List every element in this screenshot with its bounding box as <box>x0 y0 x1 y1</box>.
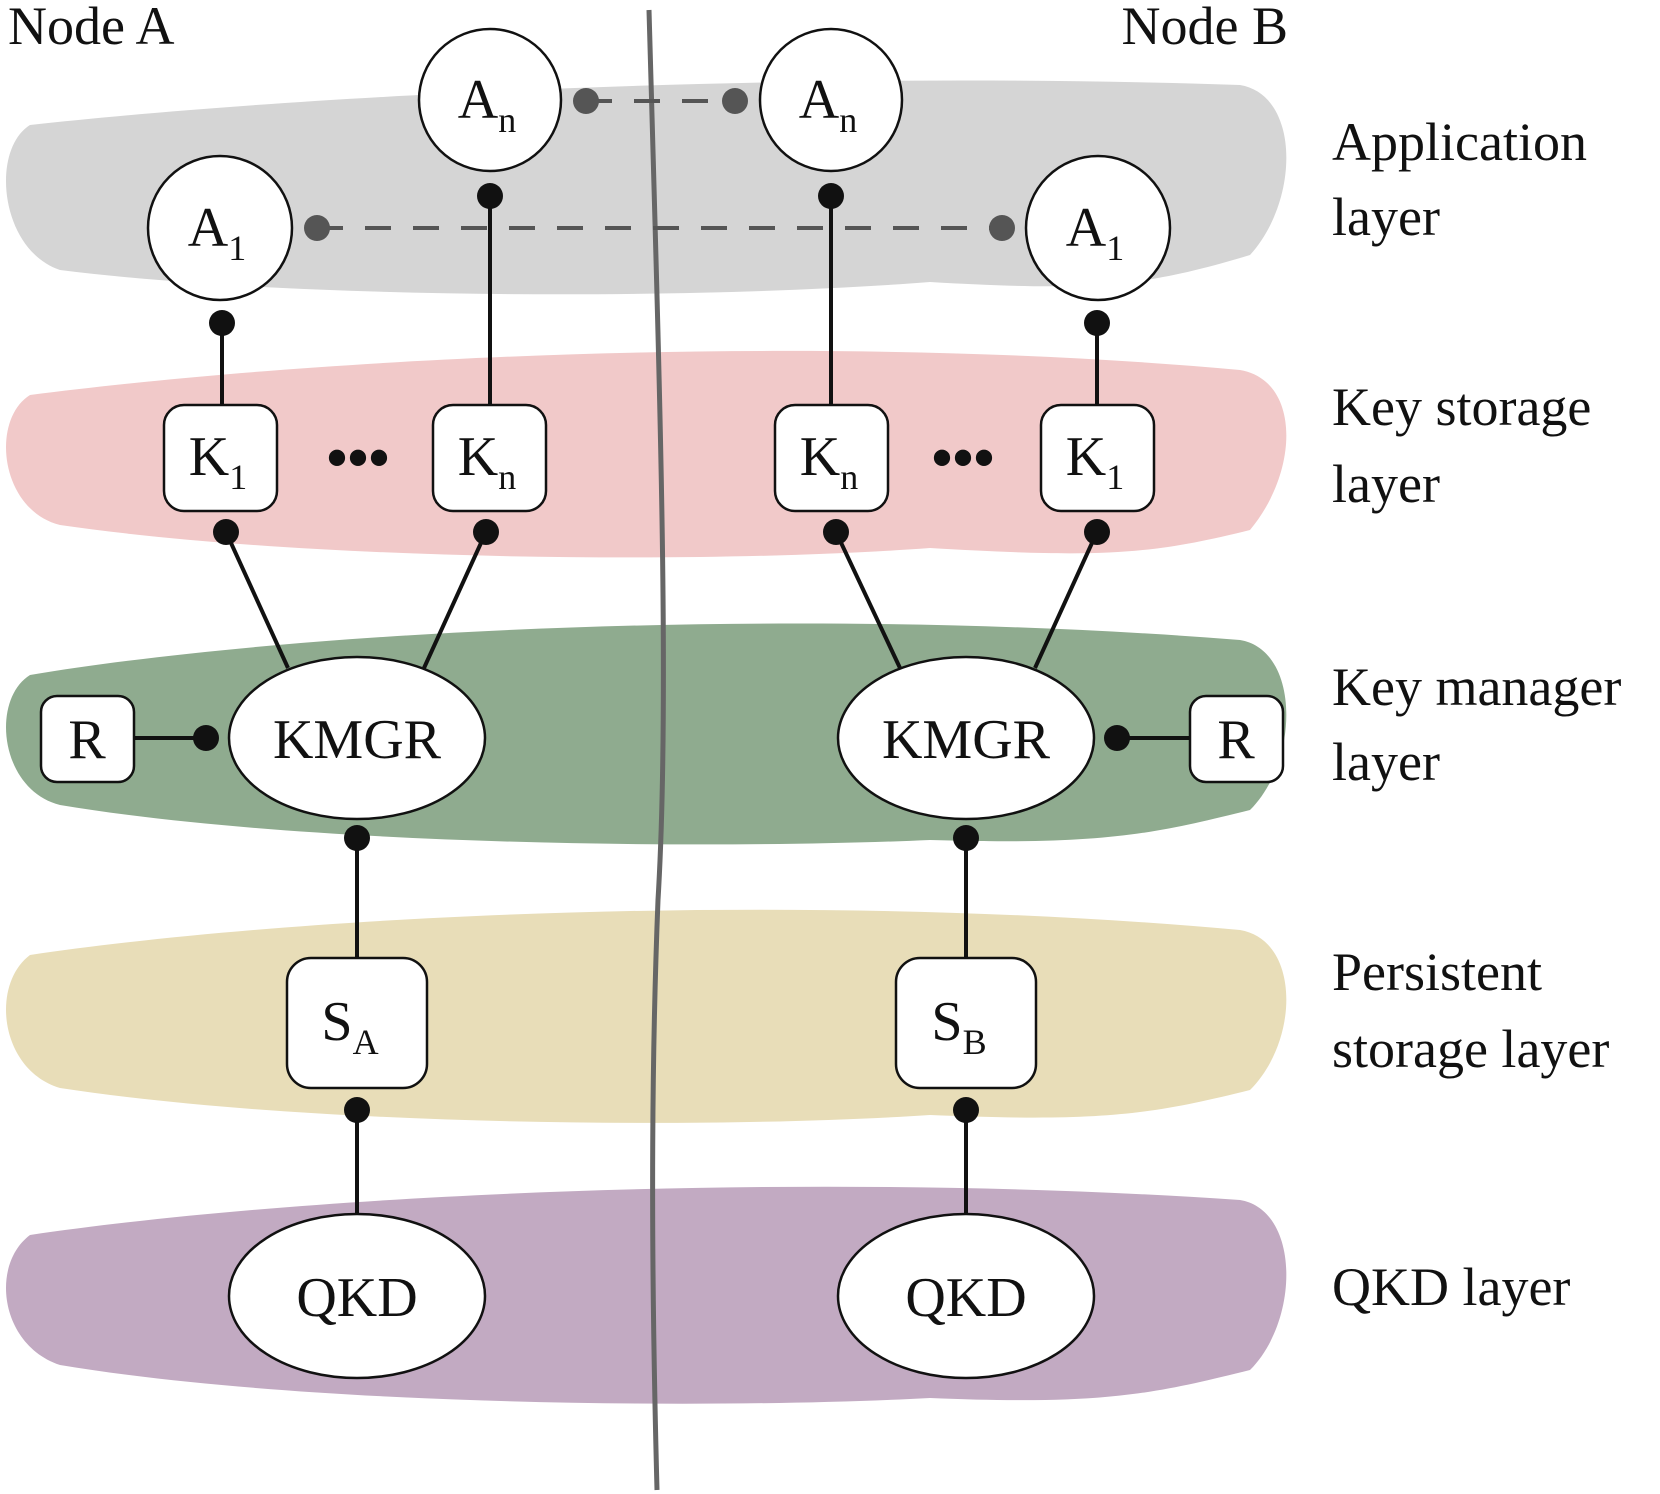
node-a-qkd-label: QKD <box>296 1267 417 1329</box>
edge-an-kn-b-endpoint <box>818 183 844 209</box>
application-layer-label-line2: layer <box>1332 187 1440 247</box>
application-links <box>304 88 1015 241</box>
svg-text:SB: SB <box>931 991 986 1062</box>
node-b-app-n: An <box>758 27 904 173</box>
edge-kn-kmgr-a <box>422 531 488 669</box>
node-a-key-n-base: K <box>458 426 498 488</box>
edge-s-qkd-b-endpoint <box>953 1097 979 1123</box>
edge-k1-kmgr-b <box>1033 531 1099 669</box>
key-manager-layer-label-line1: Key manager <box>1332 657 1621 717</box>
app-n-link-endpoint-a <box>573 88 599 114</box>
node-a-kmgr-label: KMGR <box>273 709 442 771</box>
node-b-storage-sub: B <box>963 1022 987 1062</box>
node-a-storage: SA <box>285 956 429 1090</box>
node-a-storage-base: S <box>321 991 352 1053</box>
node-a-keys-ellipsis: ••• <box>326 425 389 491</box>
node-b-app-1-base: A <box>1066 197 1107 259</box>
node-a-app-1: A1 <box>146 154 294 302</box>
edge-r-kmgr-a-endpoint <box>193 725 219 751</box>
node-b-key-n: Kn <box>773 403 890 513</box>
node-a-kmgr: KMGR <box>227 655 487 821</box>
node-b-title: Node B <box>1122 0 1288 56</box>
node-b-app-n-base: A <box>799 69 840 131</box>
node-b-r-label: R <box>1217 709 1255 771</box>
svg-text:SA: SA <box>321 991 378 1062</box>
node-b-components: An A1 Kn ••• K1 KMGR R SB QKD <box>758 27 1285 1380</box>
node-b-r: R <box>1188 694 1285 784</box>
qkd-layer-label: QKD layer <box>1332 1257 1570 1317</box>
svg-text:Kn: Kn <box>800 426 858 497</box>
node-a-components: An A1 K1 ••• Kn R KMGR SA QKD <box>39 27 563 1380</box>
svg-text:A1: A1 <box>188 197 246 268</box>
node-a-app-n: An <box>417 27 563 173</box>
edge-r-kmgr-b-endpoint <box>1104 725 1130 751</box>
node-b-keys-ellipsis: ••• <box>931 425 994 491</box>
svg-text:K1: K1 <box>1066 426 1124 497</box>
edge-an-kn-a-endpoint <box>477 183 503 209</box>
node-a-key-1: K1 <box>162 403 279 513</box>
svg-text:K1: K1 <box>189 426 247 497</box>
node-a-qkd: QKD <box>227 1212 487 1380</box>
node-a-key-n-sub: n <box>498 457 516 497</box>
node-b-qkd-label: QKD <box>905 1267 1026 1329</box>
application-layer-band <box>5 80 1287 295</box>
node-a-key-n: Kn <box>431 403 548 513</box>
edge-kn-kmgr-a-endpoint <box>473 519 499 545</box>
node-b-storage: SB <box>894 956 1038 1090</box>
node-a-r-label: R <box>68 709 106 771</box>
edge-kmgr-s-b-endpoint <box>953 825 979 851</box>
node-b-key-n-base: K <box>800 426 840 488</box>
node-b-app-1: A1 <box>1024 154 1172 302</box>
persistent-storage-layer-label-line2: storage layer <box>1332 1019 1609 1079</box>
key-manager-layer-label-line2: layer <box>1332 732 1440 792</box>
node-b-kmgr-label: KMGR <box>882 709 1051 771</box>
node-a-app-n-base: A <box>458 69 499 131</box>
persistent-storage-layer-label-line1: Persistent <box>1332 942 1542 1002</box>
node-a-r: R <box>39 694 136 784</box>
svg-text:An: An <box>799 69 857 140</box>
key-storage-layer-label-line1: Key storage <box>1332 377 1591 437</box>
node-a-app-n-sub: n <box>498 100 516 140</box>
node-b-kmgr: KMGR <box>836 655 1096 821</box>
node-a-storage-sub: A <box>353 1022 379 1062</box>
node-b-key-1-base: K <box>1066 426 1106 488</box>
node-b-key-1-sub: 1 <box>1106 457 1124 497</box>
edge-a1-k1-b-endpoint <box>1084 310 1110 336</box>
edge-k1-kmgr-a-endpoint <box>213 519 239 545</box>
app-1-link-endpoint-a <box>304 215 330 241</box>
application-layer-label-line1: Application <box>1332 112 1587 172</box>
node-b-qkd: QKD <box>836 1212 1096 1380</box>
app-n-link-endpoint-b <box>722 88 748 114</box>
svg-text:Kn: Kn <box>458 426 516 497</box>
persistent-storage-layer-band <box>5 909 1287 1123</box>
edge-kmgr-s-a-endpoint <box>344 825 370 851</box>
node-b-key-n-sub: n <box>840 457 858 497</box>
edge-kn-kmgr-b-endpoint <box>823 519 849 545</box>
edge-s-qkd-a-endpoint <box>344 1097 370 1123</box>
app-1-link-endpoint-b <box>989 215 1015 241</box>
node-a-app-1-base: A <box>188 197 229 259</box>
edge-k1-kmgr-b-endpoint <box>1084 519 1110 545</box>
node-b-app-1-sub: 1 <box>1106 228 1124 268</box>
edge-kn-kmgr-b <box>834 531 902 669</box>
node-b-key-1: K1 <box>1039 403 1156 513</box>
key-storage-layer-band <box>5 350 1287 558</box>
node-b-storage-base: S <box>931 991 962 1053</box>
layer-labels: Application layer Key storage layer Key … <box>1332 112 1621 1317</box>
node-b-app-n-sub: n <box>839 100 857 140</box>
edges <box>134 183 1190 1220</box>
svg-text:An: An <box>458 69 516 140</box>
node-a-app-1-sub: 1 <box>228 228 246 268</box>
edge-a1-k1-a-endpoint <box>209 310 235 336</box>
node-divider-line <box>646 9 666 1491</box>
node-a-title: Node A <box>8 0 174 56</box>
edge-k1-kmgr-a <box>224 531 290 669</box>
key-storage-layer-label-line2: layer <box>1332 454 1440 514</box>
node-a-key-1-sub: 1 <box>229 457 247 497</box>
node-a-key-1-base: K <box>189 426 229 488</box>
svg-text:A1: A1 <box>1066 197 1124 268</box>
